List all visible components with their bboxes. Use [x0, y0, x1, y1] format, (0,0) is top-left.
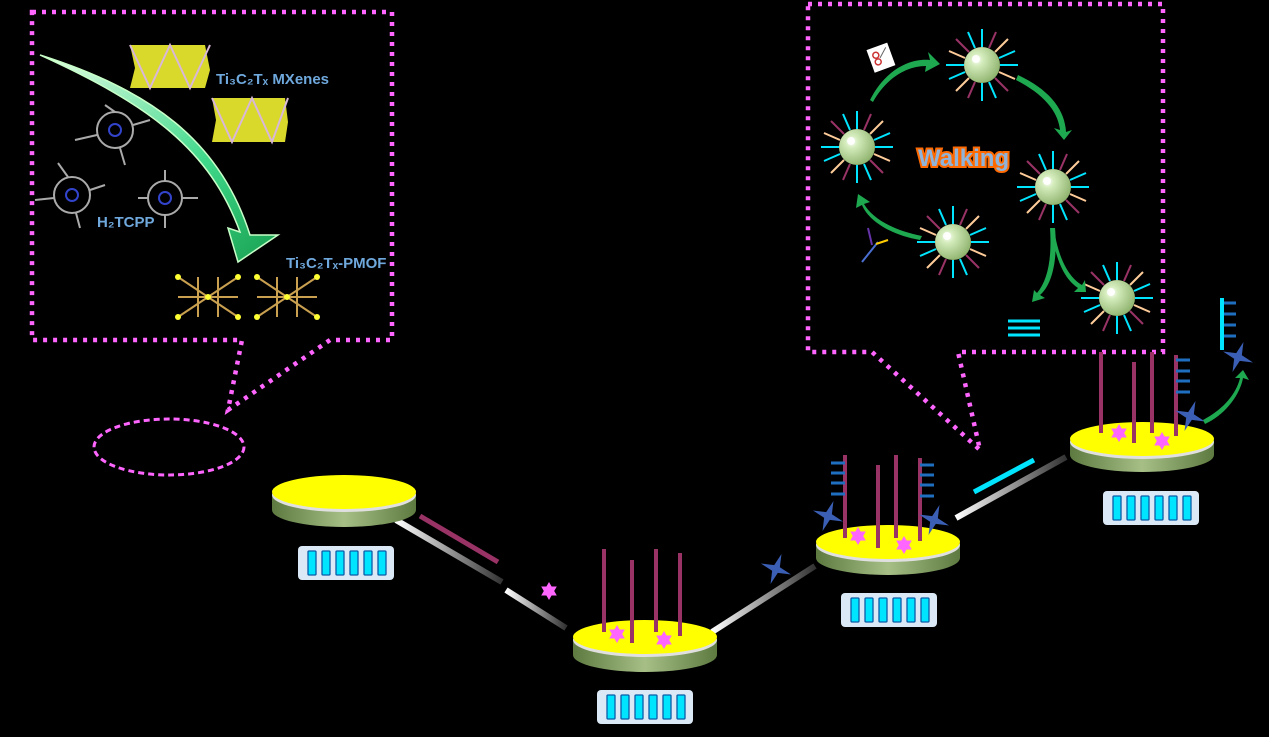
dna-fragment-icon — [861, 227, 889, 263]
mxenes-label: Ti₃C₂Tₓ MXenes — [216, 71, 329, 88]
cycle-arrow-5 — [1053, 235, 1086, 292]
cycle-arrow-3 — [856, 194, 922, 240]
connector-3 — [954, 454, 1068, 521]
electrode-step-4 — [1070, 298, 1259, 526]
mxene-structure-2 — [211, 95, 289, 145]
walking-label: Walking — [918, 145, 1009, 172]
incoming-cyan-strand — [972, 457, 1036, 495]
electrode-step-3 — [807, 455, 960, 628]
probe-strand-incoming — [418, 513, 500, 565]
composite-label: Ti₃C₂Tₓ-PMOF — [286, 255, 386, 272]
synthesis-callout: Ti₃C₂Tₓ MXenes H₂TCPP Ti₃C₂Tₓ-PMOF — [29, 9, 395, 477]
release-arrow — [1203, 370, 1249, 424]
probe-strands — [602, 549, 682, 643]
porphyrin-molecule-3 — [138, 170, 198, 228]
bead-5 — [1080, 261, 1154, 335]
connector-2 — [710, 563, 817, 635]
porphyrin-molecule-2 — [34, 162, 106, 229]
signal-box-2 — [596, 689, 694, 725]
incoming-label-star — [541, 582, 557, 600]
synthesis-arrow — [39, 54, 281, 264]
walking-callout: Walking — [805, 1, 1166, 457]
porphyrin-molecule-1 — [74, 104, 151, 166]
h2tcpp-label: H₂TCPP — [97, 214, 155, 231]
mxene-structure-1 — [129, 42, 211, 91]
signal-box-1 — [297, 545, 395, 581]
zoom-ellipse — [92, 417, 246, 477]
connector-1b — [504, 587, 568, 631]
bead-3 — [1016, 150, 1090, 224]
scissors-card-icon — [866, 42, 896, 73]
electrode-step-2 — [573, 549, 717, 725]
bead-2 — [820, 110, 894, 184]
cycle-arrow-2 — [1016, 75, 1072, 140]
released-hairpin — [1217, 298, 1259, 378]
step-connectors — [394, 454, 1068, 635]
signal-box-4 — [1102, 490, 1200, 526]
pmof-grid-1 — [175, 274, 241, 320]
bead-4 — [916, 205, 990, 279]
cycle-arrow-4 — [1032, 228, 1056, 302]
pmof-grid-2 — [254, 274, 320, 320]
cycle-arrows — [856, 52, 1086, 302]
cycle-arrow-1 — [870, 52, 940, 102]
bead-1 — [945, 28, 1019, 102]
signal-box-3 — [840, 592, 938, 628]
electrode-step-1 — [272, 475, 416, 581]
released-strands-icon — [1008, 319, 1040, 337]
connector-1a — [394, 517, 504, 585]
